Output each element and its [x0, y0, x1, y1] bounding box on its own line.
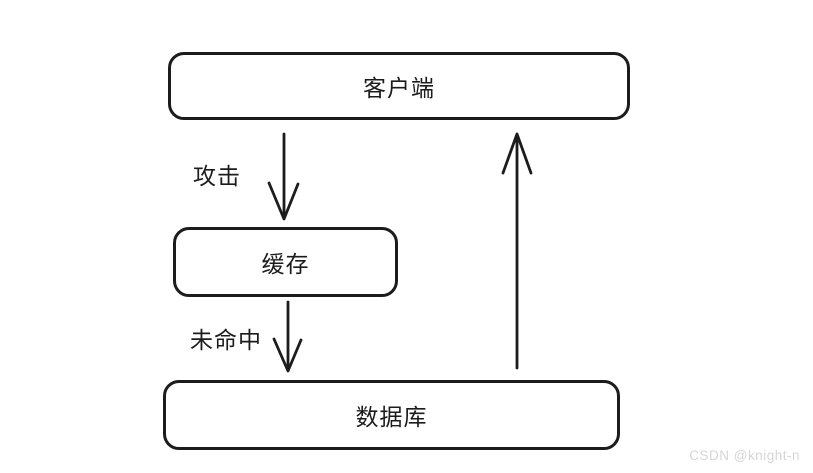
arrow-cache-to-database [272, 300, 303, 373]
arrow-client-to-cache [267, 132, 300, 221]
csdn-watermark: CSDN @knight-n [689, 448, 800, 463]
node-database-label: 数据库 [355, 404, 428, 430]
node-client: 客户端 [168, 52, 630, 120]
node-cache-label: 缓存 [261, 251, 310, 277]
edge-label-miss: 未命中 [190, 327, 262, 353]
node-database: 数据库 [163, 380, 620, 450]
arrow-database-to-client [501, 132, 533, 370]
node-cache: 缓存 [173, 227, 398, 297]
edge-label-attack: 攻击 [193, 163, 241, 189]
node-client-label: 客户端 [363, 75, 435, 101]
